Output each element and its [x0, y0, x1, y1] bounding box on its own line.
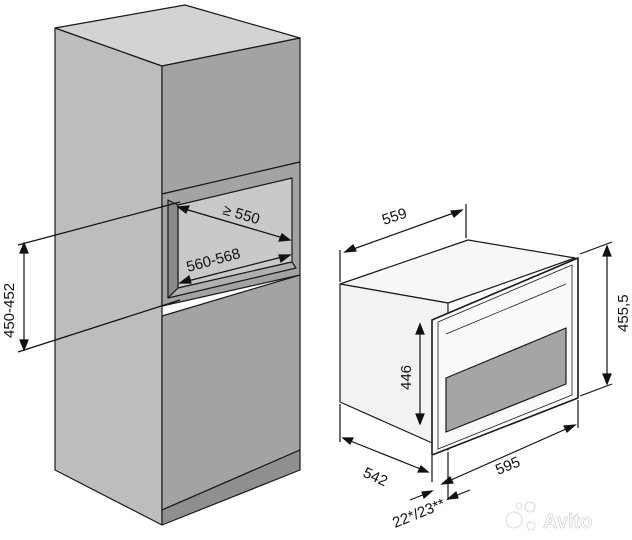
- arrowhead: [446, 490, 459, 500]
- arrowhead: [417, 465, 430, 473]
- arrowhead: [176, 205, 190, 214]
- oven-window: [445, 327, 567, 433]
- body-width-label: 559: [380, 205, 409, 229]
- watermark: Avito: [505, 501, 593, 533]
- niche-inner-side: [167, 199, 179, 299]
- arrowhead: [19, 339, 29, 352]
- body-depth-arrow: [342, 437, 429, 473]
- arrowhead: [563, 424, 577, 433]
- front-height-label: 455,5: [615, 294, 632, 332]
- arrowhead: [19, 241, 29, 254]
- appliance-oven: [339, 239, 579, 456]
- arrowhead: [602, 373, 612, 386]
- niche-floor: [167, 261, 297, 299]
- arrowhead: [178, 274, 192, 284]
- body-height-label: 446: [398, 365, 415, 390]
- body-depth-label: 542: [360, 464, 390, 490]
- oven-control-strip: [445, 283, 567, 335]
- oven-front-inner: [437, 264, 573, 450]
- cabinet-left-side: [54, 27, 163, 526]
- niche-height-label: 450-452: [1, 283, 18, 338]
- ext: [579, 383, 613, 397]
- front-width-label: 595: [493, 454, 523, 479]
- front-width-arrow: [441, 424, 576, 485]
- body-width-arrow: [344, 209, 463, 253]
- arrowhead: [602, 244, 612, 257]
- watermark-text: Avito: [543, 511, 592, 533]
- niche-height-extension-top: [17, 201, 181, 246]
- cabinet-plinth: [161, 449, 301, 526]
- niche-height-extension-bottom: [17, 299, 181, 353]
- appliance-dimensions: [339, 204, 613, 501]
- arrowhead: [415, 322, 425, 335]
- arrowhead: [278, 254, 292, 264]
- tall-cabinet: [54, 4, 301, 526]
- ext: [579, 241, 613, 255]
- arrowhead: [341, 437, 354, 445]
- niche-depth-arrow: [177, 206, 291, 241]
- niche-width-arrow: [179, 254, 291, 284]
- arrowhead: [278, 233, 292, 242]
- niche-dimensions: [17, 201, 292, 353]
- avito-logo-icon: [505, 501, 536, 531]
- front-thickness-label: 22*/23**: [390, 495, 448, 531]
- arrowhead: [415, 413, 425, 426]
- arrowhead: [450, 209, 464, 218]
- arrowhead: [421, 490, 434, 500]
- arrowhead: [343, 244, 357, 253]
